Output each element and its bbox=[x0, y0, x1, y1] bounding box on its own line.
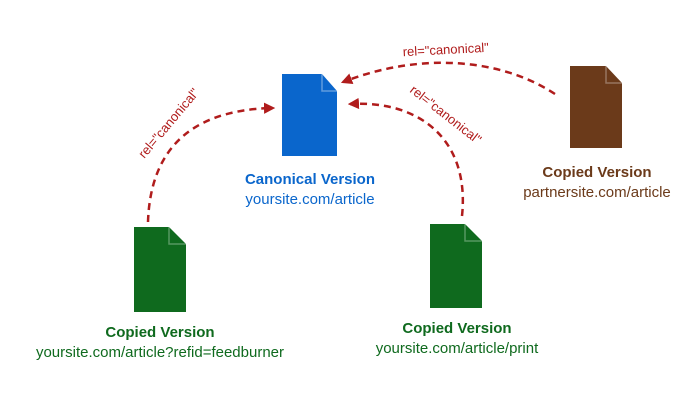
canonical-document-icon bbox=[282, 74, 337, 156]
rel-label-print: rel="canonical" bbox=[407, 82, 484, 147]
partner-title: Copied Version bbox=[542, 164, 651, 181]
partner-url: partnersite.com/article bbox=[523, 184, 671, 201]
partner-document-icon bbox=[570, 66, 622, 148]
rel-label-partner: rel="canonical" bbox=[402, 40, 489, 60]
canonical-url: yoursite.com/article bbox=[245, 191, 374, 208]
arrow-feedburner-to-canonical bbox=[146, 102, 276, 223]
print-title: Copied Version bbox=[402, 320, 511, 337]
arrow-partner-to-canonical bbox=[340, 61, 556, 96]
feedburner-document-icon bbox=[134, 227, 186, 312]
print-url: yoursite.com/article/print bbox=[376, 340, 539, 357]
print-document-icon bbox=[430, 224, 482, 308]
feedburner-title: Copied Version bbox=[105, 324, 214, 341]
canonical-title: Canonical Version bbox=[245, 171, 375, 188]
arrows bbox=[146, 61, 556, 223]
arrow-print-to-canonical bbox=[347, 97, 465, 217]
rel-label-feedburner: rel="canonical" bbox=[135, 85, 202, 161]
feedburner-url: yoursite.com/article?refid=feedburner bbox=[36, 344, 284, 361]
